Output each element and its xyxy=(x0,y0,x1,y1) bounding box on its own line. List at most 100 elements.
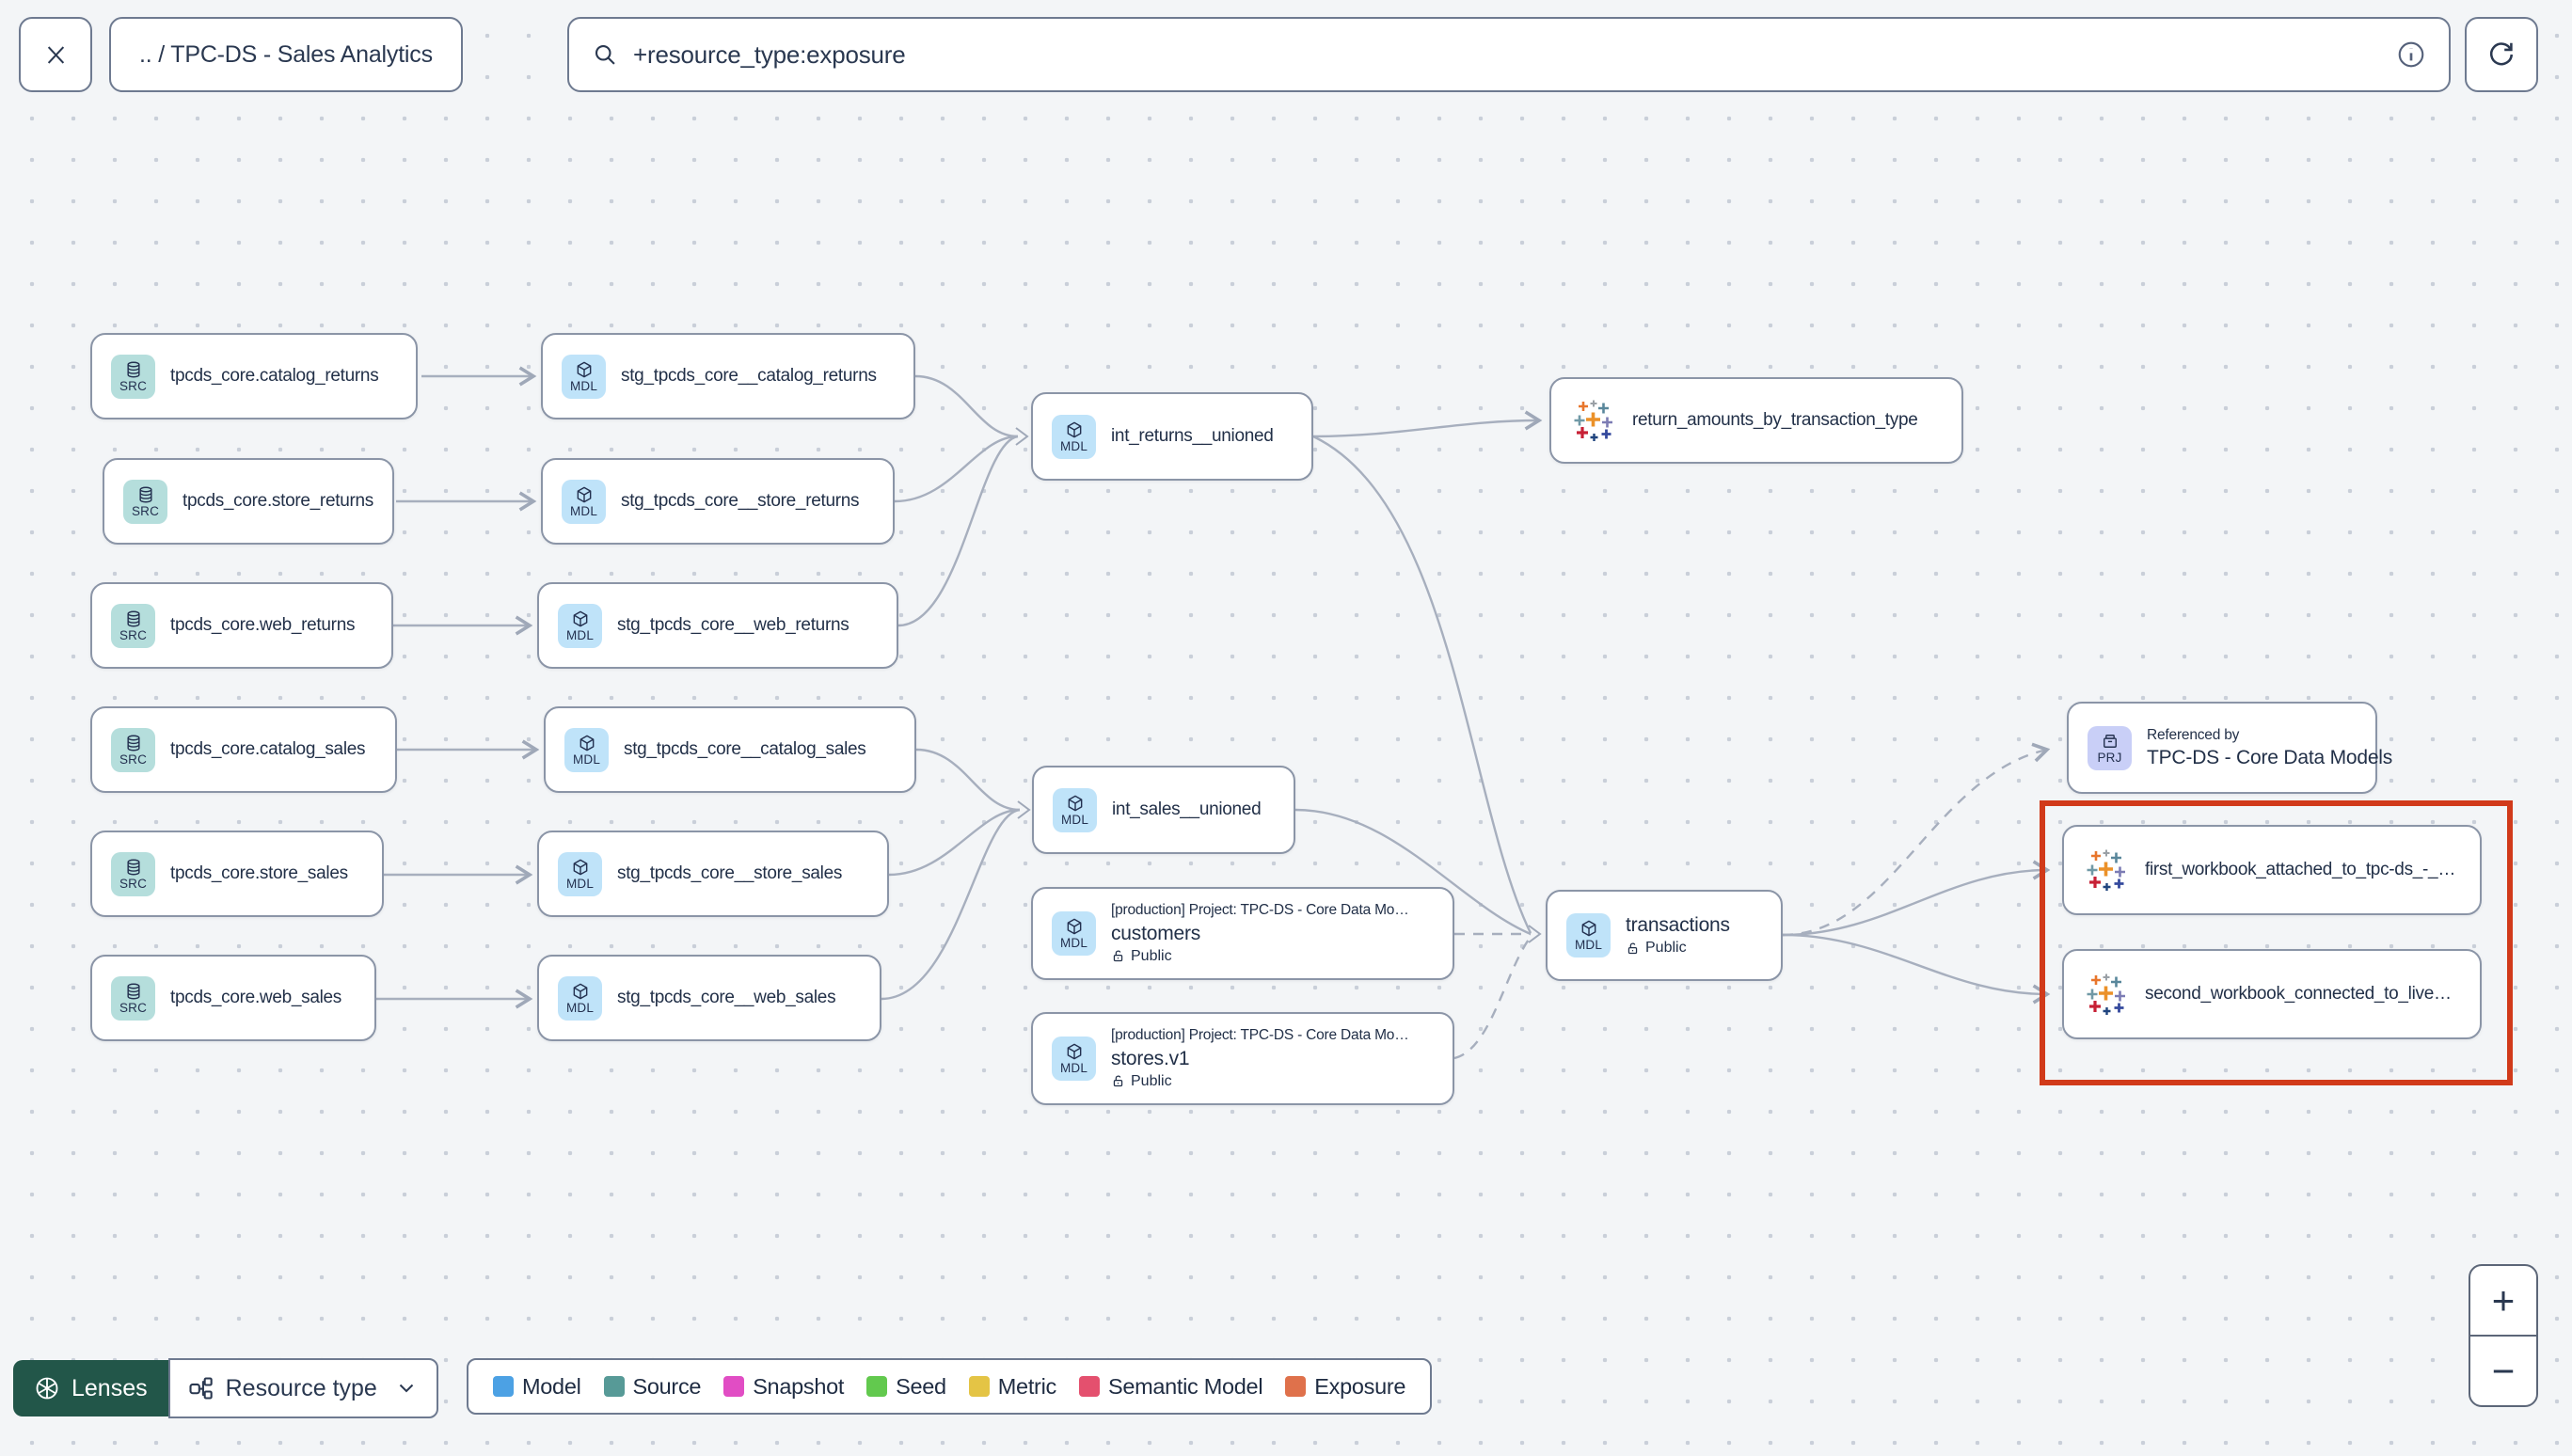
model-badge: MDL xyxy=(558,975,602,1021)
node-referenced-by-project[interactable]: PRJ Referenced by TPC-DS - Core Data Mod… xyxy=(2067,702,2392,794)
refresh-button[interactable] xyxy=(2465,17,2538,92)
breadcrumb-label: .. / TPC-DS - Sales Analytics xyxy=(139,40,433,68)
cube-icon xyxy=(571,982,590,1001)
cube-icon xyxy=(571,858,590,877)
cube-icon xyxy=(575,485,594,504)
node-label: tpcds_core.catalog_returns xyxy=(170,366,379,386)
cube-icon xyxy=(575,360,594,379)
refresh-icon xyxy=(2486,40,2516,70)
resource-type-dropdown[interactable]: Resource type xyxy=(167,1358,438,1418)
search-icon xyxy=(592,41,618,68)
node-stg-store-sales[interactable]: MDL stg_tpcds_core__store_sales xyxy=(537,831,889,917)
node-tpcds-core-web-returns[interactable]: SRC tpcds_core.web_returns xyxy=(90,582,393,669)
node-stg-web-sales[interactable]: MDL stg_tpcds_core__web_sales xyxy=(537,955,881,1041)
node-label: customers xyxy=(1111,923,1201,945)
search-input[interactable] xyxy=(631,39,2383,71)
access-label: Public xyxy=(1626,940,1730,957)
cube-icon xyxy=(1580,919,1598,938)
node-label: tpcds_core.catalog_sales xyxy=(170,739,366,759)
node-label: return_amounts_by_transaction_type xyxy=(1632,410,1918,430)
lenses-label: Lenses xyxy=(71,1374,148,1401)
legend-item-exposure: Exposure xyxy=(1285,1374,1405,1400)
zoom-controls: + − xyxy=(2469,1264,2538,1407)
close-button[interactable] xyxy=(19,17,92,92)
node-int-returns-unioned[interactable]: MDL int_returns__unioned xyxy=(1031,392,1313,481)
minus-icon: − xyxy=(2491,1348,2516,1393)
legend-item-seed: Seed xyxy=(866,1374,946,1400)
model-badge: MDL xyxy=(564,727,609,772)
node-label: stg_tpcds_core__store_sales xyxy=(617,863,843,883)
breadcrumb[interactable]: .. / TPC-DS - Sales Analytics xyxy=(109,17,463,92)
source-swatch xyxy=(603,1376,625,1397)
referenced-by-label: Referenced by xyxy=(2147,726,2240,743)
project-badge: PRJ xyxy=(2088,725,2132,770)
exposure-swatch xyxy=(1285,1376,1307,1397)
source-badge: SRC xyxy=(111,727,155,772)
source-badge: SRC xyxy=(111,603,155,648)
tableau-icon xyxy=(2083,847,2130,894)
node-customers[interactable]: MDL [production] Project: TPC-DS - Core … xyxy=(1031,887,1454,980)
node-label: tpcds_core.store_returns xyxy=(183,491,373,511)
metric-swatch xyxy=(968,1376,990,1397)
model-badge: MDL xyxy=(1052,414,1096,459)
info-icon[interactable] xyxy=(2396,40,2426,70)
node-stg-catalog-returns[interactable]: MDL stg_tpcds_core__catalog_returns xyxy=(541,333,915,419)
semantic-model-swatch xyxy=(1078,1376,1100,1397)
node-tpcds-core-catalog-sales[interactable]: SRC tpcds_core.catalog_sales xyxy=(90,706,397,793)
node-stg-web-returns[interactable]: MDL stg_tpcds_core__web_returns xyxy=(537,582,898,669)
node-tpcds-core-web-sales[interactable]: SRC tpcds_core.web_sales xyxy=(90,955,376,1041)
legend-item-metric: Metric xyxy=(968,1374,1056,1400)
model-badge: MDL xyxy=(558,603,602,648)
node-label: tpcds_core.store_sales xyxy=(170,863,348,883)
cube-icon xyxy=(1065,917,1084,936)
cube-icon xyxy=(1066,794,1085,813)
cube-icon xyxy=(1065,1042,1084,1061)
node-label: stg_tpcds_core__catalog_returns xyxy=(621,366,877,386)
database-icon xyxy=(136,485,155,504)
database-icon xyxy=(124,609,143,628)
node-tpcds-core-catalog-returns[interactable]: SRC tpcds_core.catalog_returns xyxy=(90,333,418,419)
node-stg-catalog-sales[interactable]: MDL stg_tpcds_core__catalog_sales xyxy=(544,706,916,793)
search-bar[interactable] xyxy=(567,17,2451,92)
node-return-amounts-exposure[interactable]: return_amounts_by_transaction_type xyxy=(1549,377,1963,464)
node-project-label: [production] Project: TPC-DS - Core Data… xyxy=(1111,1027,1409,1044)
model-badge: MDL xyxy=(1566,913,1611,957)
zoom-in-button[interactable]: + xyxy=(2470,1266,2536,1335)
source-badge: SRC xyxy=(111,851,155,896)
cube-icon xyxy=(578,734,596,752)
model-badge: MDL xyxy=(1052,911,1096,956)
node-label: stores.v1 xyxy=(1111,1048,1190,1070)
node-stg-store-returns[interactable]: MDL stg_tpcds_core__store_returns xyxy=(541,458,895,545)
access-label: Public xyxy=(1111,1073,1409,1090)
node-label: stg_tpcds_core__store_returns xyxy=(621,491,860,511)
zoom-out-button[interactable]: − xyxy=(2470,1335,2536,1405)
model-badge: MDL xyxy=(562,479,606,524)
node-stores-v1[interactable]: MDL [production] Project: TPC-DS - Core … xyxy=(1031,1012,1454,1105)
node-transactions[interactable]: MDL transactions Public xyxy=(1546,890,1783,981)
node-tpcds-core-store-sales[interactable]: SRC tpcds_core.store_sales xyxy=(90,831,384,917)
tableau-icon xyxy=(1570,397,1617,444)
node-label: int_returns__unioned xyxy=(1111,426,1274,446)
node-first-workbook-exposure[interactable]: first_workbook_attached_to_tpc-ds_-_… xyxy=(2062,825,2482,915)
lenses-button[interactable]: Lenses xyxy=(13,1360,168,1416)
model-badge: MDL xyxy=(1053,787,1097,832)
snapshot-swatch xyxy=(723,1376,745,1397)
close-icon xyxy=(43,42,69,68)
source-badge: SRC xyxy=(111,975,155,1021)
node-tpcds-core-store-returns[interactable]: SRC tpcds_core.store_returns xyxy=(103,458,394,545)
resource-type-label: Resource type xyxy=(225,1374,377,1401)
node-label: stg_tpcds_core__web_sales xyxy=(617,988,836,1007)
node-second-workbook-exposure[interactable]: second_workbook_connected_to_live… xyxy=(2062,949,2482,1039)
seed-swatch xyxy=(866,1376,888,1397)
database-icon xyxy=(124,858,143,877)
access-label: Public xyxy=(1111,948,1409,965)
legend-item-source: Source xyxy=(603,1374,701,1400)
lock-open-icon xyxy=(1111,1074,1125,1088)
lock-open-icon xyxy=(1626,942,1640,956)
aperture-icon xyxy=(34,1375,60,1401)
model-swatch xyxy=(493,1376,514,1397)
source-badge: SRC xyxy=(111,354,155,399)
node-int-sales-unioned[interactable]: MDL int_sales__unioned xyxy=(1032,766,1295,854)
node-label: tpcds_core.web_returns xyxy=(170,615,356,635)
